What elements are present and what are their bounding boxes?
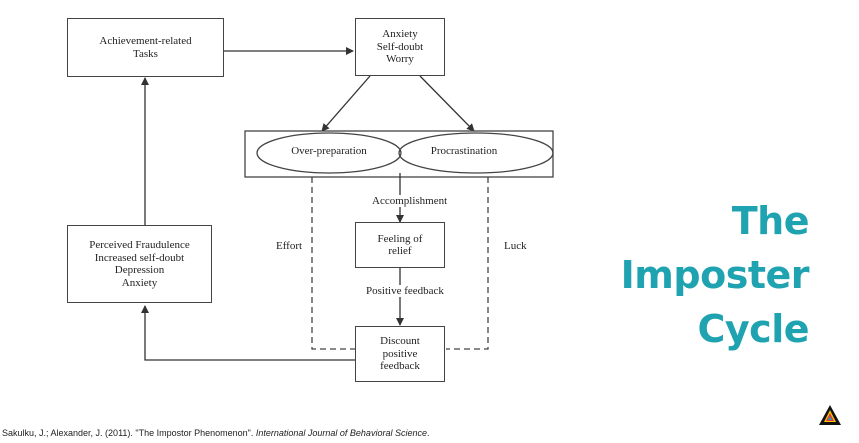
effort-dashed-path [311, 177, 355, 350]
discount-feedback-box: Discount positive feedback [355, 326, 445, 382]
title-line: Cycle [697, 307, 810, 351]
title-line: The [731, 199, 810, 243]
relief-box: Feeling of relief [355, 222, 445, 268]
citation: Sakulku, J.; Alexander, J. (2011). "The … [2, 428, 430, 438]
anxiety-box: Anxiety Self-doubt Worry [355, 18, 445, 76]
over-preparation-label: Over-preparation [291, 145, 367, 157]
triangle-logo-icon [819, 405, 841, 425]
fraudulence-box: Perceived Fraudulence Increased self-dou… [67, 225, 212, 303]
accomplishment-label: Accomplishment [371, 195, 449, 207]
slide-title: The Imposter Cycle [620, 194, 810, 356]
arrow-anxiety-to-overprep [321, 75, 371, 132]
achievement-tasks-box: Achievement-related Tasks [67, 18, 224, 77]
positive-feedback-label: Positive feedback [365, 285, 445, 297]
luck-label: Luck [503, 240, 528, 252]
luck-dashed-path [446, 177, 489, 350]
procrastination-label: Procrastination [430, 145, 498, 157]
title-line: Imposter [620, 253, 810, 297]
effort-label: Effort [275, 240, 304, 252]
over-preparation-ellipse [256, 132, 402, 174]
arrow-discount-to-fraudulence [141, 305, 355, 361]
diagram-connectors [141, 47, 554, 361]
arrow-anxiety-to-procrast [419, 75, 475, 132]
procrastination-ellipse [398, 132, 554, 174]
